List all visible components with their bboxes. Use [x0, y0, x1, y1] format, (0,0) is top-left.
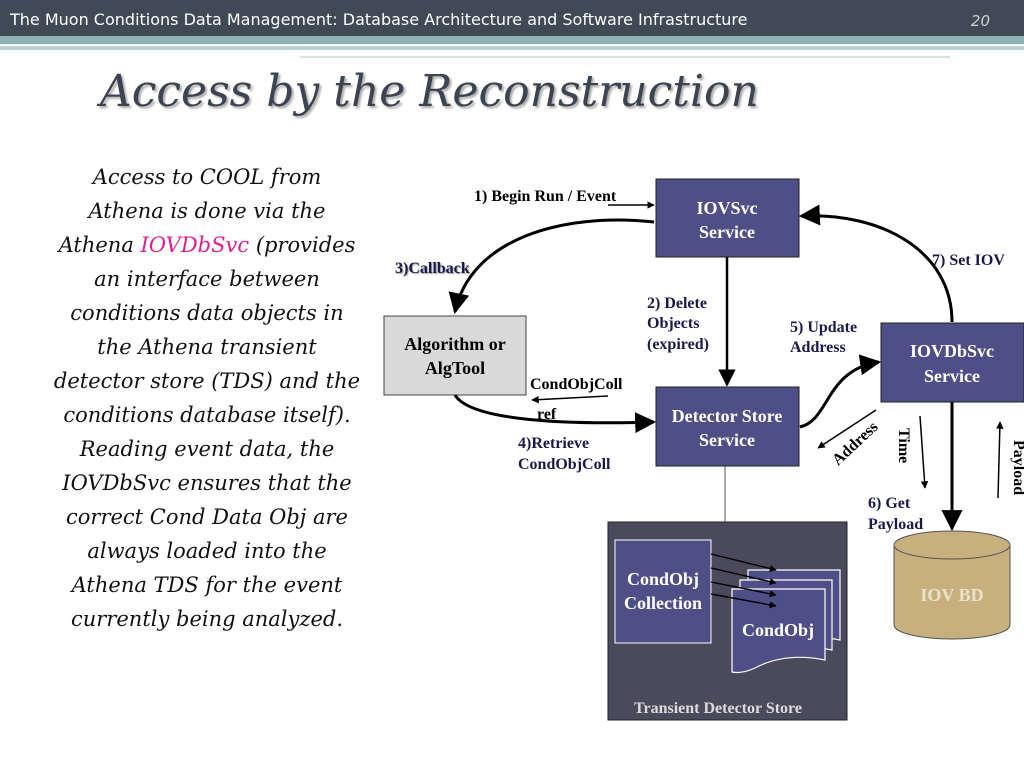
slide-title: Access by the Reconstruction [100, 66, 759, 117]
iov-bd-label: IOV BD [920, 585, 983, 605]
page-number: 20 [970, 12, 990, 30]
condobj-collection-label: CondObj [627, 569, 699, 589]
collection-ref-arrow [710, 581, 777, 598]
begin-run-label: 1) Begin Run / Event [474, 188, 617, 205]
iovsvc-label: IOVSvc [696, 198, 757, 218]
detector-store-label: Detector Store [672, 406, 783, 426]
get-payload-label: 6) Get [868, 495, 911, 512]
presentation-title: The Muon Conditions Data Management: Dat… [10, 10, 748, 29]
header-line [0, 46, 1024, 50]
condobj-label: CondObj [742, 620, 814, 640]
condobjcoll-ref-arrow [531, 395, 609, 404]
header-line [300, 56, 950, 58]
delete-objects-label: 2) Delete [647, 295, 707, 312]
condobj-collection-box [614, 539, 712, 644]
callback-label: 3)Callback [395, 260, 470, 277]
algorithm-box [383, 315, 527, 396]
time-arrow [919, 415, 929, 489]
set-iov-arrow [798, 204, 954, 323]
header-stripe [0, 36, 1024, 44]
condobj-collection-label: Collection [624, 593, 702, 613]
get-payload-label: Payload [868, 516, 923, 533]
address-label: Address [829, 418, 881, 468]
update-address-label: Address [790, 339, 846, 356]
delete-objects-label: (expired) [647, 336, 709, 353]
detector-store-label: Service [699, 430, 755, 450]
iovsvc-service-box [655, 178, 800, 258]
payload-label: Payload [1010, 440, 1024, 495]
iovdbsvc-highlight: IOVDbSvc [140, 233, 250, 257]
algorithm-label: Algorithm or [404, 334, 505, 354]
ref-label: ref [537, 406, 557, 423]
collection-ref-arrow [710, 553, 777, 572]
update-address-label: 5) Update [790, 319, 857, 336]
algorithm-label: AlgTool [425, 358, 485, 378]
update-address-arrow [799, 354, 882, 429]
paragraph-cool-access: Access to COOL from Athena is done via t… [52, 160, 362, 432]
collection-ref-arrow [710, 593, 777, 609]
condobj-doc [731, 588, 826, 674]
collection-ref-arrow [710, 567, 777, 585]
transient-store-label: Transient Detector Store [634, 700, 802, 717]
paragraph-text: (provides an interface between condition… [53, 233, 361, 427]
iovdbsvc-label: IOVDbSvc [910, 341, 994, 361]
condobjcoll-label: CondObjColl [530, 376, 623, 393]
retrieve-arrow [453, 394, 657, 434]
retrieve-label: CondObjColl [518, 456, 611, 473]
retrieve-label: 4)Retrieve [518, 435, 589, 452]
iov-bd-cylinder-top [893, 530, 1011, 560]
header-bar [0, 0, 1024, 42]
time-label: Time [895, 428, 912, 463]
callback-arrow [448, 218, 655, 315]
paragraph-text: Access to COOL from Athena is done via t… [58, 165, 326, 257]
iovdbsvc-service-box [880, 322, 1024, 403]
iovdbsvc-label: Service [924, 366, 980, 386]
detector-store-box [655, 386, 800, 467]
iov-bd-cylinder [893, 545, 1011, 640]
body-text: Access to COOL from Athena is done via t… [52, 160, 362, 636]
set-iov-label: 7) Set IOV [932, 252, 1005, 269]
address-arrow [817, 409, 877, 449]
paragraph-reading-events: Reading event data, the IOVDbSvc ensures… [62, 437, 352, 631]
delete-objects-label: Objects [647, 315, 699, 332]
iovsvc-label: Service [699, 222, 755, 242]
payload-arrow [996, 421, 1004, 499]
